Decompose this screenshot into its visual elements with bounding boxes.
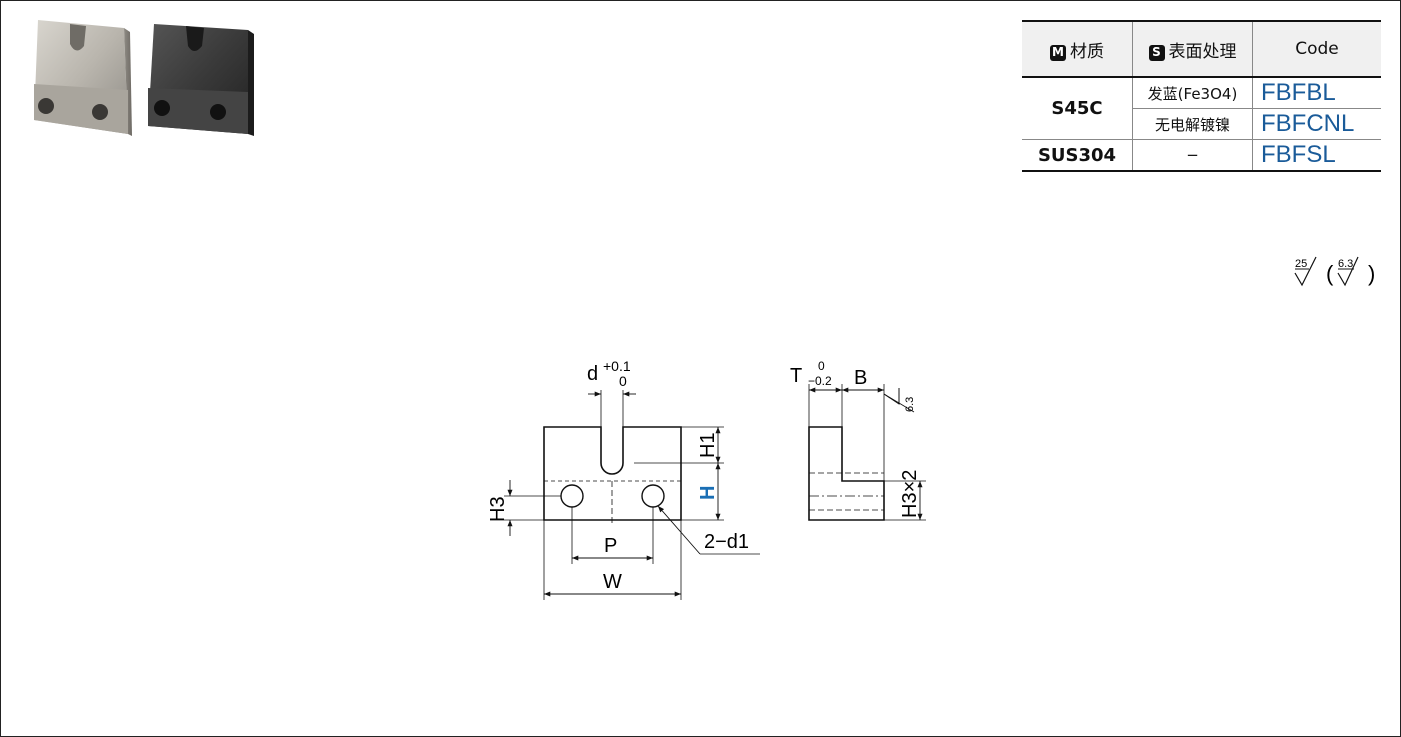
roughness-symbol-icon [1294, 256, 1317, 287]
code-cell: FBFCNL [1252, 108, 1381, 140]
surface-badge-icon: S [1148, 44, 1165, 61]
technical-drawing: d +0.1 0 H1 H H3 P W 2−d1 [487, 358, 926, 600]
table-row: S45C 发蓝(Fe3O4) FBFBL [1022, 76, 1381, 140]
h3-dimension-label: H3 [487, 496, 509, 522]
roughness-symbol-icon [1337, 256, 1359, 287]
code-cell: FBFSL [1252, 139, 1381, 172]
product-photos [34, 20, 254, 136]
code-cell: FBFBL [1252, 76, 1381, 109]
surface-cell: − [1132, 139, 1253, 172]
mounting-hole-left [560, 484, 584, 508]
b-dimension-label: B [854, 367, 867, 389]
front-view: d +0.1 0 H1 H H3 P W 2−d1 [487, 358, 760, 600]
header-code: Code [1252, 20, 1381, 78]
material-cell: SUS304 [1022, 139, 1133, 172]
photo-black-block [148, 24, 254, 136]
d-tolerance-upper: +0.1 [603, 358, 631, 374]
h1-dimension-label: H1 [697, 432, 719, 458]
hole-callout-label: 2−d1 [704, 531, 749, 553]
paren-close: ) [1368, 261, 1375, 286]
roughness-main-value: 25 [1295, 258, 1307, 270]
h3x2-dimension-label: H3×2 [899, 470, 921, 518]
material-badge-icon: M [1050, 44, 1066, 61]
front-view-outline [543, 426, 682, 521]
w-dimension-label: W [603, 571, 622, 593]
surface-cell: 无电解镀镍 [1132, 108, 1253, 140]
photo-steel-block [34, 20, 132, 136]
side-roughness-value: 6.3 [904, 397, 916, 412]
material-cell: S45C [1022, 76, 1133, 140]
header-surface-label: 表面处理 [1168, 41, 1237, 62]
t-tolerance-lower: −0.2 [808, 374, 832, 388]
header-material-label: 材质 [1070, 41, 1104, 62]
surface-cell: 发蓝(Fe3O4) [1132, 76, 1253, 109]
d-tolerance-lower: 0 [619, 373, 627, 389]
surface-roughness-mark: 25 ( 6.3 ) [1294, 256, 1375, 287]
side-view-outline [808, 426, 885, 521]
h-dimension-label: H [697, 486, 719, 500]
table-row: SUS304 − FBFSL [1022, 139, 1381, 172]
mounting-hole-right [641, 484, 665, 508]
side-view: T 0 −0.2 B 6.3 H3×2 [790, 359, 926, 521]
table-row: 无电解镀镍 FBFCNL [1022, 108, 1381, 140]
p-dimension-label: P [604, 535, 617, 557]
t-dimension-label: T [790, 365, 802, 387]
d-dimension-label: d [587, 363, 598, 385]
paren-open: ( [1326, 261, 1334, 286]
t-tolerance-upper: 0 [818, 359, 825, 373]
roughness-sub-value: 6.3 [1338, 258, 1353, 270]
